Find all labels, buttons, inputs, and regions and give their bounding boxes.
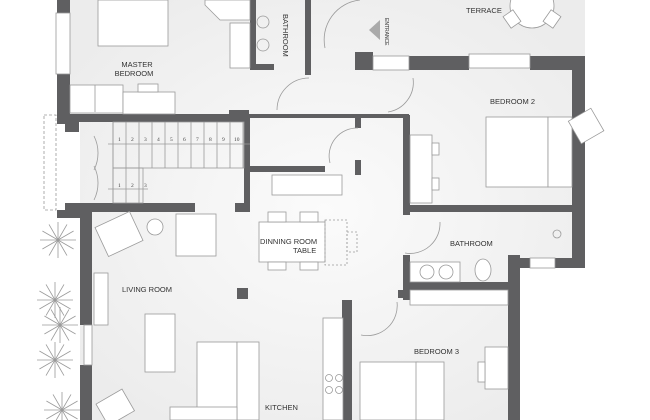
master-bedroom-furniture — [69, 0, 270, 115]
room-label-bedroom-2: BEDROOM 2 — [490, 97, 535, 106]
room-labels: MASTER BEDROOM BATHROOM TERRACE ENTRANCE… — [115, 6, 535, 412]
stair-num: 9 — [222, 137, 225, 143]
room-label-bathroom: BATHROOM — [450, 239, 493, 248]
living-furniture — [93, 210, 260, 420]
walls — [57, 0, 585, 420]
stair-num: 2 — [131, 137, 134, 143]
room-label-kitchen: KITCHEN — [265, 403, 298, 412]
door-swings — [93, 0, 441, 336]
stair-num: 7 — [196, 137, 199, 143]
stair-num: 6 — [183, 137, 186, 143]
room-label-dining: TABLE — [293, 246, 316, 255]
stair-num: 8 — [209, 137, 212, 143]
plant-icon — [37, 342, 73, 378]
room-label-master-bedroom: BEDROOM — [115, 69, 154, 78]
room-label-bathroom-top: BATHROOM — [281, 14, 290, 57]
kitchen-counter — [322, 317, 344, 420]
stair-num: 2 — [131, 183, 134, 189]
entrance-label: ENTRANCE — [383, 18, 389, 46]
room-label-master-bedroom: MASTER — [121, 60, 153, 69]
room-label-terrace: TERRACE — [466, 6, 502, 15]
plant-icon — [44, 392, 80, 420]
plant-icon — [40, 222, 76, 258]
stair-num: 5 — [170, 137, 173, 143]
bedroom2-furniture — [271, 107, 605, 204]
stair-num: 3 — [144, 137, 147, 143]
stair-num: 4 — [157, 137, 160, 143]
stair-num: 1 — [118, 183, 121, 189]
stair-num: 1 — [118, 137, 121, 143]
entrance-arrow-icon — [369, 20, 380, 40]
exterior-right-lower — [520, 268, 650, 420]
bedroom3-furniture — [359, 346, 509, 420]
garden-plants — [37, 222, 80, 420]
garden-strip — [0, 118, 80, 420]
staircase: 1 2 3 4 5 6 7 8 9 10 1 2 3 — [108, 121, 250, 204]
stair-num: 10 — [234, 137, 240, 143]
stair-num: 3 — [144, 183, 147, 189]
room-label-living-room: LIVING ROOM — [122, 285, 172, 294]
room-label-dining: DINNING ROOM — [260, 237, 317, 246]
plant-icon — [42, 307, 78, 343]
dining-table — [237, 211, 358, 299]
terrace-furniture — [369, 0, 562, 40]
windows — [43, 12, 556, 366]
plant-icon — [37, 282, 73, 318]
room-label-bedroom-3: BEDROOM 3 — [414, 347, 459, 356]
bathroom-furniture — [409, 229, 562, 306]
